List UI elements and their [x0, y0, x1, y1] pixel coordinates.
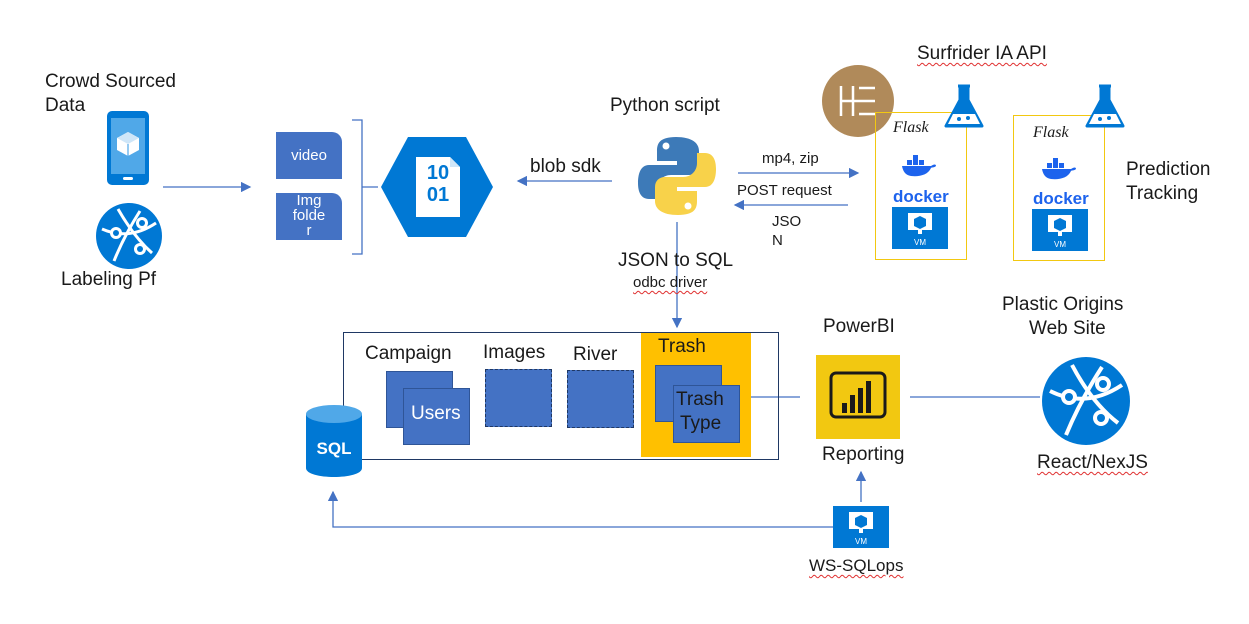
blob-binary-line1: 10	[426, 162, 450, 184]
river-label: River	[573, 344, 618, 365]
docker-icon-1	[902, 155, 936, 177]
blob-binary-line2: 01	[426, 184, 450, 206]
vm-label-2: VM	[1054, 240, 1066, 249]
arrow-vm-to-sql	[327, 490, 833, 528]
vm-label-1: VM	[914, 238, 926, 247]
vm-icon-2: VM	[1032, 209, 1088, 251]
flask-label-2: Flask	[1033, 124, 1069, 141]
img-folder-tile: Img folde r	[276, 193, 342, 240]
huggingface-logo-icon	[822, 65, 894, 137]
blob-sdk-text: blob sdk	[530, 156, 601, 177]
trash-type-table	[673, 385, 740, 443]
react-nextjs-text: React/NexJS	[1037, 452, 1148, 473]
globe-network-icon-web	[1042, 357, 1130, 445]
images-table	[485, 369, 552, 427]
trash-label: Trash	[658, 336, 706, 357]
users-label: Users	[411, 403, 461, 424]
json-response-line2: N	[772, 232, 783, 249]
json-to-sql-label: JSON to SQL	[618, 250, 734, 271]
labeling-pf-label: Labeling Pf	[61, 269, 157, 290]
reporting-label: Reporting	[822, 444, 905, 465]
sql-database-icon: SQL	[306, 405, 362, 477]
react-nextjs-label: React/NexJS	[1037, 451, 1148, 475]
blob-sdk-label: blob sdk	[530, 155, 601, 179]
video-tile: video	[276, 132, 342, 179]
img-folder-line2: folde	[292, 207, 326, 224]
ws-sqlops-label: WS-SQLops	[809, 556, 903, 575]
mp4-zip-label: mp4, zip	[762, 150, 819, 167]
docker-label-1: docker	[893, 187, 949, 206]
database-container	[343, 332, 779, 460]
sql-text: SQL	[317, 439, 352, 458]
mobile-app-icon	[107, 111, 149, 185]
plastic-origins-line1: Plastic Origins	[1002, 294, 1124, 315]
flask-beaker-icon-2	[1085, 84, 1125, 128]
ws-sqlops-text: WS-SQLops	[809, 556, 904, 575]
river-table	[567, 370, 634, 428]
python-icon	[638, 137, 716, 215]
users-table	[403, 388, 470, 445]
crowd-sourced-title-line1: Crowd Sourced	[45, 71, 176, 92]
files-bracket	[352, 119, 378, 255]
flask-framework-icon-1: Flask	[893, 119, 953, 137]
blob-binary-text: 10 01	[416, 162, 460, 206]
flask-label-1: Flask	[893, 119, 929, 136]
api-container-2	[1013, 115, 1105, 261]
surfrider-api-label: Surfrider IA API	[917, 42, 1047, 66]
globe-network-icon	[96, 203, 162, 269]
trash-type-line2: Type	[680, 413, 722, 434]
json-response-line1: JSO	[772, 213, 802, 230]
tracking-label: Tracking	[1126, 183, 1199, 204]
python-script-label: Python script	[610, 95, 720, 116]
crowd-sourced-title-line2: Data	[45, 95, 86, 116]
vm-icon-1: VM	[892, 207, 948, 249]
vm-label-ws: VM	[855, 537, 867, 546]
surfrider-api-text: Surfrider IA API	[917, 43, 1047, 64]
prediction-label: Prediction	[1126, 159, 1211, 180]
flask-beaker-icon	[944, 84, 984, 128]
flask-framework-icon-2: Flask	[1033, 124, 1093, 142]
odbc-driver-text: odbc driver	[633, 274, 708, 291]
post-request-label: POST request	[737, 182, 832, 199]
docker-icon-2	[1042, 158, 1076, 180]
vm-icon-ws-sqlops: VM	[833, 506, 889, 548]
video-label: video	[291, 147, 327, 164]
blob-storage-icon	[381, 137, 493, 237]
trash-type-line1: Trash	[676, 389, 724, 410]
odbc-driver-label: odbc driver	[633, 273, 707, 292]
api-container-1	[875, 112, 967, 260]
docker-label-2: docker	[1033, 189, 1089, 208]
plastic-origins-line2: Web Site	[1029, 318, 1106, 339]
powerbi-label: PowerBI	[823, 316, 895, 337]
img-folder-line3: r	[306, 222, 312, 239]
img-folder-line1: Img	[296, 192, 322, 209]
campaign-label: Campaign	[365, 343, 452, 364]
powerbi-icon	[816, 355, 900, 439]
images-label: Images	[483, 342, 546, 363]
